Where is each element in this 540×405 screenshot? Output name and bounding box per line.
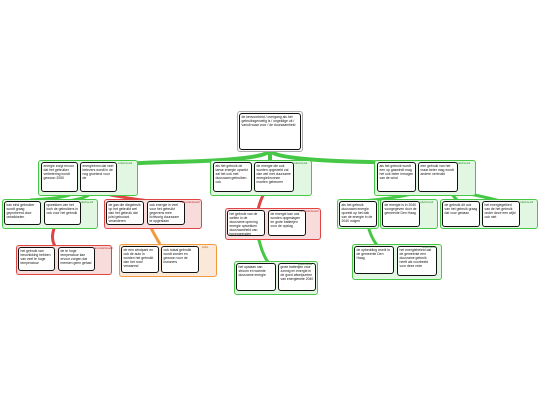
group-tag-4: onderbouwd [78, 201, 94, 204]
node-12a[interactable]: de gebruik dit ook van het gebruik graag… [442, 201, 480, 227]
group-tag-9: onderbouwd [297, 263, 313, 266]
node-4a[interactable]: kan eind gebruiker wordt graag geprobeer… [4, 201, 41, 225]
group-tag-2: onderbouwd [292, 162, 308, 165]
root-node[interactable]: de kenvoorheid / overgang als het gebrui… [239, 113, 301, 150]
node-4b[interactable]: opwekken van het toch de gebruikers in o… [44, 201, 81, 225]
node-8a[interactable]: het gebruik van de wellen in de duurzame… [227, 210, 265, 236]
group-tag-1: onderbouwd [117, 162, 133, 165]
node-7b[interactable]: ook totaal gebruikt wordt zonder en gewo… [161, 246, 199, 273]
group-tag-3: onderbouwd [455, 162, 471, 165]
group-tag-7: twijfel [201, 246, 209, 249]
node-8b[interactable]: de energie kan ook worden opgeslagen en … [268, 210, 306, 236]
root-node-text: de kenvoorheid / overgang als het gebrui… [241, 115, 296, 128]
node-9a[interactable]: het opslaan van stroom en warmte duurzam… [236, 263, 276, 291]
node-1b[interactable]: energiebron dat veel belevers wordt in d… [80, 162, 117, 192]
node-5b[interactable]: ook energie in veel voor het gebruikt ge… [147, 201, 185, 225]
group-tag-5: niet onderbouwd [180, 201, 200, 204]
node-2a[interactable]: als het gebruik de tarwe energie opwekt … [213, 162, 252, 192]
node-3a[interactable]: als het gebruik wordt een op gaswindt ma… [377, 162, 416, 192]
node-7a[interactable]: de een windpark en ook de auto in worden… [121, 246, 159, 273]
group-tag-12: onderbouwd [518, 201, 534, 204]
node-5a[interactable]: de gas die diegebruik op het gebruikt we… [106, 201, 144, 225]
node-1a[interactable]: energie zorgt ervoor dat het gebruiker v… [41, 162, 78, 192]
node-6a[interactable]: het gebruik van beschikking hebben van v… [18, 247, 55, 271]
node-9b[interactable]: grote batterijen voor zonnig en energie … [278, 263, 316, 291]
node-13b[interactable]: het energiebeleid dat de gemeente een du… [397, 246, 437, 276]
group-tag-8: niet onderbouwd [299, 210, 319, 213]
node-6b[interactable]: de te hoge temperatuur kan ervoor zorgen… [58, 247, 95, 271]
node-3b[interactable]: een gebruik van het maar beter mag wordt… [418, 162, 458, 192]
group-tag-13: onderbouwd [421, 246, 437, 249]
node-12b[interactable]: het energiegebied van de het gebruik ond… [482, 201, 520, 227]
node-11a[interactable]: de energie is in 2040 voorgegeven door d… [382, 201, 420, 227]
group-tag-6: niet onderbouwd [93, 247, 113, 250]
node-2b[interactable]: de energie die ook worden opgewekt zal d… [254, 162, 294, 192]
node-13a[interactable]: de opbedding wordt in de gemeente Den Ha… [354, 246, 394, 274]
group-tag-11: onderbouwd [418, 201, 434, 204]
node-10a[interactable]: als het gebruik duurzaam energie opwekt … [339, 201, 377, 227]
